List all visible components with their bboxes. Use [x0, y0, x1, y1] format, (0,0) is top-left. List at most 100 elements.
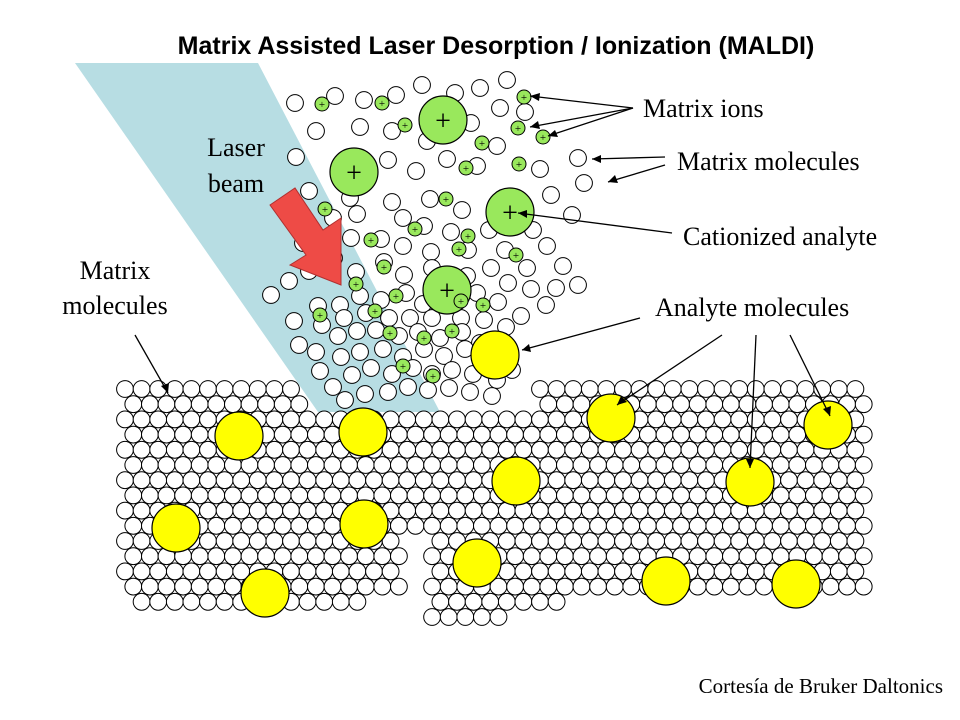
matrix-molecule — [116, 501, 134, 520]
plus-icon: + — [456, 244, 462, 256]
matrix-molecule — [589, 456, 607, 474]
matrix-molecule — [351, 118, 369, 136]
matrix-molecule — [355, 91, 373, 109]
matrix-molecule — [514, 592, 533, 611]
matrix-molecule — [282, 501, 300, 520]
matrix-molecule — [207, 547, 226, 566]
matrix-molecule — [697, 562, 715, 581]
matrix-molecule — [124, 547, 143, 566]
matrix-molecule — [390, 547, 408, 566]
matrix-ion — [363, 232, 379, 248]
arrowhead-icon — [823, 406, 831, 416]
matrix-molecule — [663, 440, 682, 459]
matrix-molecule — [290, 456, 309, 474]
matrix-molecule — [456, 486, 475, 505]
matrix-molecule — [639, 425, 657, 444]
matrix-molecule — [282, 410, 300, 429]
matrix-molecule — [705, 395, 724, 414]
matrix-molecule — [464, 471, 483, 490]
matrix-molecule — [697, 532, 715, 550]
arrowhead-icon — [522, 344, 531, 352]
matrix-molecule — [556, 547, 574, 566]
matrix-molecule — [190, 456, 209, 474]
matrix-molecule — [556, 486, 574, 505]
matrix-molecule — [422, 243, 440, 261]
matrix-molecule — [199, 501, 217, 520]
matrix-molecule — [157, 486, 176, 505]
matrix-molecule — [705, 486, 724, 505]
matrix-molecule — [605, 516, 624, 535]
matrix-molecule — [589, 577, 607, 596]
matrix-molecule — [547, 592, 566, 611]
matrix-molecule — [580, 532, 599, 550]
matrix-molecule — [854, 486, 873, 505]
matrix-molecule — [356, 385, 374, 403]
matrix-molecule — [622, 547, 641, 566]
matrix-molecule — [788, 456, 807, 474]
matrix-molecule — [207, 456, 226, 474]
matrix-molecule — [373, 547, 392, 566]
matrix-ion — [374, 95, 390, 111]
matrix-molecule — [697, 501, 715, 520]
matrix-molecule — [829, 380, 848, 398]
label-matrix-molecules-left-1: Matrix — [80, 256, 151, 285]
matrix-molecule — [282, 440, 300, 459]
matrix-molecule — [805, 547, 823, 566]
label-laser-1: Laser — [207, 133, 265, 162]
matrix-molecule — [273, 516, 292, 535]
analyte-molecule — [214, 411, 264, 461]
matrix-molecule — [688, 577, 707, 596]
matrix-molecule — [597, 440, 616, 459]
matrix-molecule — [829, 471, 848, 490]
matrix-molecule — [132, 592, 151, 611]
matrix-molecule — [564, 562, 583, 581]
matrix-molecule — [464, 410, 483, 429]
matrix-molecule — [780, 532, 798, 550]
matrix-molecule — [315, 532, 334, 550]
matrix-molecule — [489, 293, 507, 311]
matrix-molecule — [564, 471, 583, 490]
matrix-molecule — [821, 547, 840, 566]
matrix-molecule — [805, 456, 823, 474]
matrix-molecule — [443, 361, 461, 379]
matrix-molecule — [406, 486, 425, 505]
matrix-molecule — [323, 456, 342, 474]
matrix-molecule — [282, 562, 300, 581]
matrix-molecule — [398, 471, 417, 490]
arrowhead-icon — [617, 396, 627, 405]
pointer-lines — [134, 95, 831, 469]
matrix-molecule — [569, 276, 587, 294]
matrix-molecule — [788, 395, 807, 414]
matrix-molecule — [324, 378, 342, 396]
plus-icon: + — [372, 306, 378, 318]
matrix-molecule — [771, 425, 790, 444]
matrix-molecule — [248, 380, 267, 398]
matrix-molecule — [273, 547, 292, 566]
matrix-molecule — [531, 410, 549, 429]
matrix-molecule — [149, 562, 168, 581]
matrix-molecule — [489, 516, 508, 535]
matrix-molecule — [464, 440, 483, 459]
matrix-molecule — [580, 501, 599, 520]
analyte-molecule — [470, 330, 520, 380]
matrix-molecule — [572, 395, 591, 414]
matrix-molecule — [240, 395, 259, 414]
matrix-molecule — [116, 380, 134, 398]
matrix-molecule — [730, 562, 749, 581]
matrix-ion — [312, 307, 328, 323]
matrix-molecule — [506, 577, 524, 596]
matrix-molecule — [473, 425, 491, 444]
matrix-molecule — [149, 410, 168, 429]
matrix-molecule — [390, 486, 408, 505]
matrix-molecule — [431, 501, 450, 520]
matrix-molecule — [488, 137, 506, 155]
matrix-molecule — [395, 266, 413, 284]
matrix-molecule — [522, 280, 540, 298]
matrix-molecule — [165, 440, 184, 459]
matrix-molecule — [456, 608, 475, 626]
matrix-molecule — [265, 501, 284, 520]
matrix-molecule — [290, 395, 309, 414]
matrix-molecule — [414, 440, 433, 459]
matrix-molecule — [419, 381, 437, 399]
matrix-ion — [314, 96, 330, 112]
